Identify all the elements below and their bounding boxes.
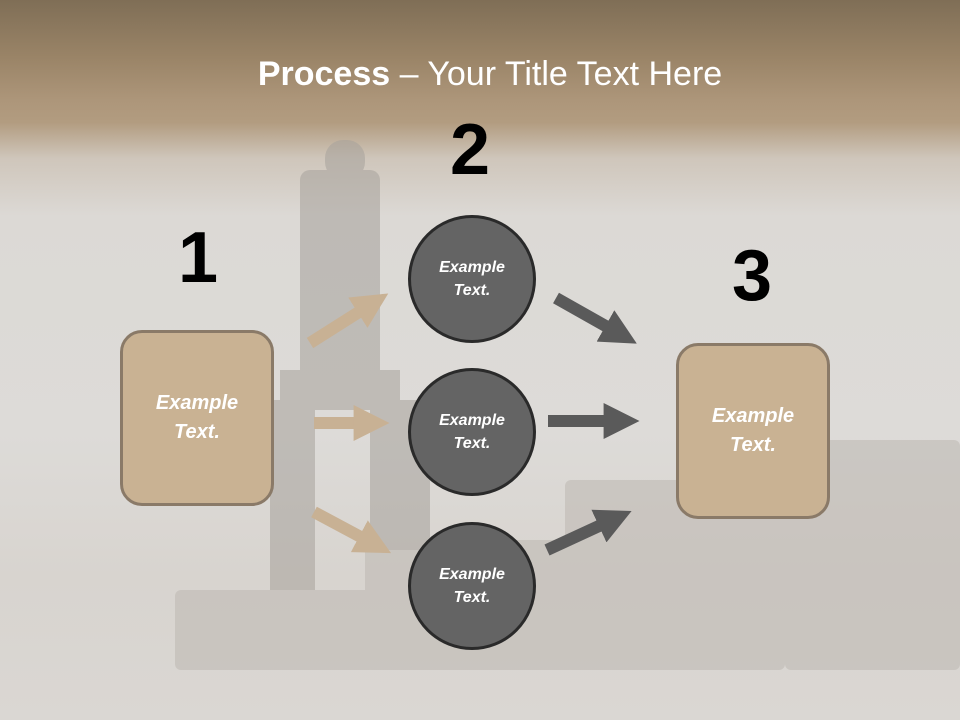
tan-arrow-down-right-icon (311, 506, 392, 554)
gray-arrow-down-right-icon (553, 292, 637, 344)
circle-middle-text: Example Text. (439, 412, 505, 452)
step-number-2: 2 (450, 110, 491, 190)
circle-top-text: Example Text. (439, 259, 505, 299)
circle-bottom-text: Example Text. (439, 566, 505, 606)
step-2-circle-middle: Example Text. (408, 368, 536, 496)
title-bold: Process (257, 55, 391, 93)
gray-arrow-up-right-icon (544, 509, 632, 556)
title-rest: – Your Title Text Here (390, 55, 723, 93)
step-number-1: 1 (178, 218, 219, 298)
step-3-box: Example Text. (676, 343, 830, 519)
step-1-box-text: Example Text. (155, 392, 239, 443)
tan-arrow-up-right-icon (306, 293, 389, 349)
step-1-box: Example Text. (120, 330, 274, 506)
slide-title: Process – Your Title Text Here (0, 55, 960, 94)
step-2-circle-bottom: Example Text. (408, 522, 536, 650)
step-3-box-text: Example Text. (711, 405, 795, 456)
step-number-3: 3 (732, 236, 773, 316)
step-2-circle-top: Example Text. (408, 215, 536, 343)
